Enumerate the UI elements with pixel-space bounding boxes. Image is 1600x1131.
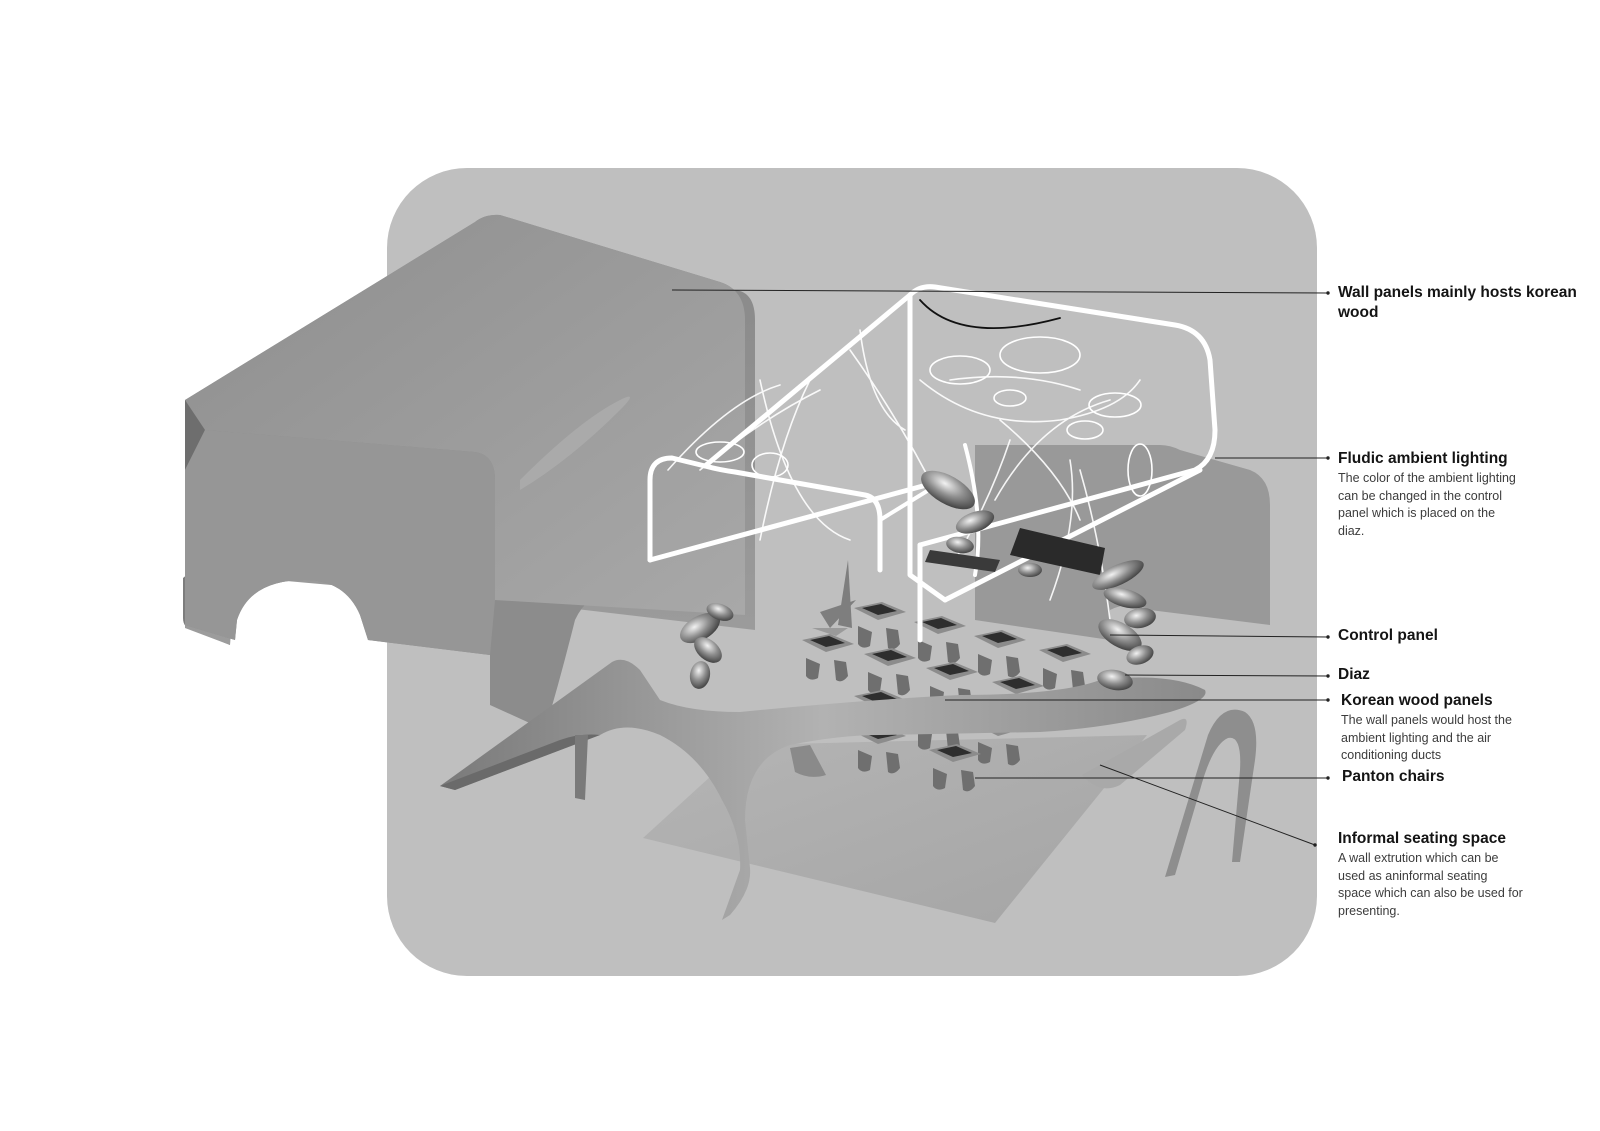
chrome-lighting-blob — [680, 612, 720, 644]
label-title: Control panel — [1338, 627, 1438, 644]
leader-line — [1109, 634, 1329, 638]
leader-line — [1124, 674, 1329, 677]
control-panel-base — [925, 550, 1000, 572]
leader-line-end — [1326, 776, 1330, 780]
chrome-lighting-blob — [955, 510, 995, 534]
leader-line-end — [1326, 674, 1330, 678]
leader-lines — [671, 289, 1330, 847]
panton-chair — [854, 602, 906, 650]
leader-line-end — [1326, 456, 1330, 460]
label-informal-seating: Informal seating space A wall extrution … — [1338, 829, 1588, 920]
chrome-lighting-blob — [1097, 669, 1133, 691]
leader-line-end — [1326, 698, 1330, 702]
chrome-lighting-blob — [1124, 607, 1156, 629]
chrome-lighting-blob — [921, 470, 975, 510]
label-panton-chairs: Panton chairs — [1342, 767, 1592, 787]
leader-line-end — [1326, 635, 1330, 639]
side-wall-right — [975, 445, 1270, 640]
leader-line-end — [1326, 291, 1330, 295]
panton-chair — [802, 634, 854, 682]
panton-chair — [914, 616, 966, 664]
chrome-lighting-blob — [689, 661, 711, 689]
label-title: Panton chairs — [1342, 768, 1445, 785]
label-title: Fludic ambient lighting — [1338, 450, 1508, 467]
floor-slab — [643, 735, 1147, 923]
ambient-lighting-blobs — [680, 470, 1156, 691]
chrome-lighting-blob — [706, 603, 734, 621]
label-desc: A wall extrution which can be used as an… — [1338, 851, 1523, 918]
label-diaz: Diaz — [1338, 665, 1588, 685]
label-wall-panels: Wall panels mainly hosts korean wood — [1338, 283, 1588, 323]
label-korean-wood-panels: Korean wood panels The wall panels would… — [1341, 691, 1591, 765]
panton-chair — [929, 744, 981, 792]
informal-seating-arch — [1165, 709, 1257, 877]
label-control-panel: Control panel — [1338, 626, 1588, 646]
chrome-lighting-blob — [1103, 587, 1147, 609]
leader-line — [1099, 764, 1316, 846]
informal-seating-extrusion — [1082, 718, 1187, 789]
wall-panel-front — [185, 214, 745, 730]
chrome-lighting-blob — [1092, 560, 1144, 590]
label-fludic-lighting: Fludic ambient lighting The color of the… — [1338, 449, 1588, 540]
chrome-lighting-blob — [946, 536, 974, 554]
diaz-sculpture — [440, 659, 1206, 920]
label-desc: The wall panels would host the ambient l… — [1341, 713, 1512, 762]
label-title: Korean wood panels — [1341, 692, 1493, 709]
label-title: Diaz — [1338, 666, 1370, 683]
fin-sculpture — [812, 560, 856, 636]
panton-chair — [1039, 644, 1091, 692]
label-title: Informal seating space — [1338, 830, 1506, 847]
chrome-lighting-blob — [1126, 645, 1154, 665]
leader-line — [671, 289, 1329, 294]
chrome-lighting-blob — [1018, 563, 1042, 577]
fludic-lighting-wireframe — [647, 284, 1218, 643]
panton-chair — [974, 630, 1026, 678]
chrome-lighting-blob — [694, 637, 722, 663]
leader-line-end — [1313, 843, 1317, 847]
control-panel-screen — [1010, 528, 1105, 575]
panton-chair — [864, 648, 916, 696]
label-desc: The color of the ambient lighting can be… — [1338, 471, 1516, 538]
label-title: Wall panels mainly hosts korean wood — [1338, 284, 1577, 321]
